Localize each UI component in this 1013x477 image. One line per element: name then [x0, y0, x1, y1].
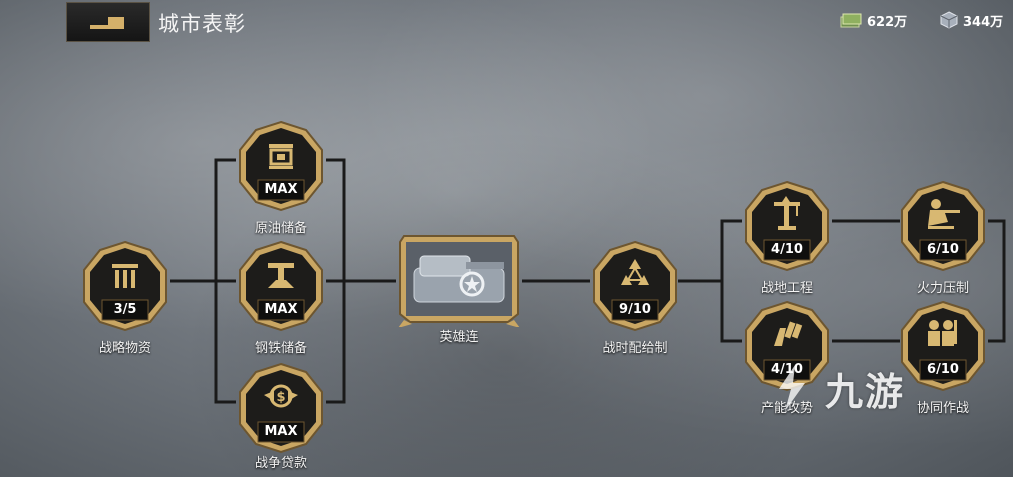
node-oil-reserve[interactable]: MAX 原油储备: [236, 120, 326, 240]
node-field-engineering[interactable]: 4/10 战地工程: [742, 180, 832, 300]
node-label: 钢铁储备: [254, 341, 307, 356]
soldiers-group-icon: [928, 320, 957, 346]
oil-barrel-icon: [269, 144, 293, 169]
recycle-triangle-icon: [621, 259, 649, 285]
watermark: 九游: [765, 358, 965, 418]
node-label: 火力压制: [916, 281, 969, 296]
node-label: 战地工程: [760, 281, 813, 296]
cash-resource: 622万: [840, 7, 907, 33]
level-text: 6/10: [927, 242, 959, 257]
badge-frame: [239, 362, 323, 454]
crane-icon: [774, 196, 800, 230]
steel-value: 344万: [963, 14, 1004, 30]
dollar-coin-icon: $: [264, 384, 298, 408]
node-label: 产能攻势: [760, 401, 813, 416]
node-production-offensive[interactable]: 4/10 产能攻势: [742, 300, 832, 420]
level-text: 3/5: [113, 302, 137, 317]
jiuyou-logo-icon: [779, 365, 805, 411]
node-fire-suppression[interactable]: 6/10 火力压制: [898, 180, 988, 300]
node-wartime-rationing[interactable]: 9/10 战时配给制: [590, 240, 680, 360]
node-label: 英雄连: [439, 330, 479, 345]
node-steel-reserve[interactable]: MAX 钢铁储备: [236, 240, 326, 360]
steel-cube-icon: [940, 11, 958, 29]
node-label: 协同作战: [916, 401, 969, 416]
level-text: MAX: [264, 302, 298, 317]
node-label: 原油储备: [254, 221, 307, 236]
back-button[interactable]: [66, 2, 150, 42]
tank-star-icon: [413, 255, 505, 303]
level-text: 6/10: [927, 362, 959, 377]
back-arrow-icon: [90, 17, 124, 29]
node-war-loan[interactable]: $ MAX 战争贷款: [236, 362, 326, 477]
steel-beam-icon: [268, 263, 294, 288]
level-text: 4/10: [771, 362, 803, 377]
cash-value: 622万: [867, 14, 908, 30]
page-title: 城市表彰: [158, 12, 246, 36]
node-hero-company[interactable]: 英雄连: [396, 232, 522, 352]
cash-stack-icon: [840, 13, 862, 28]
supply-crate-icon: [112, 264, 138, 288]
badge-frame: [593, 240, 677, 332]
node-strategic-supplies[interactable]: 3/5 战略物资: [80, 240, 170, 360]
node-label: 战略物资: [98, 341, 151, 356]
level-text: MAX: [264, 424, 298, 439]
level-text: 4/10: [771, 242, 803, 257]
node-label: 战争贷款: [254, 456, 307, 471]
badge-frame: [745, 300, 829, 392]
soldier-aiming-icon: [928, 199, 960, 229]
top-bar: 城市表彰 622万 344万: [0, 0, 1013, 44]
node-label: 战时配给制: [602, 341, 668, 356]
node-coordinated-ops[interactable]: 6/10 协同作战: [898, 300, 988, 420]
watermark-text: 九游: [825, 369, 906, 414]
level-text: 9/10: [619, 302, 651, 317]
hand-coins-icon: [774, 321, 803, 346]
svg-text:$: $: [276, 390, 285, 405]
level-text: MAX: [264, 182, 298, 197]
steel-resource: 344万: [940, 7, 1003, 33]
